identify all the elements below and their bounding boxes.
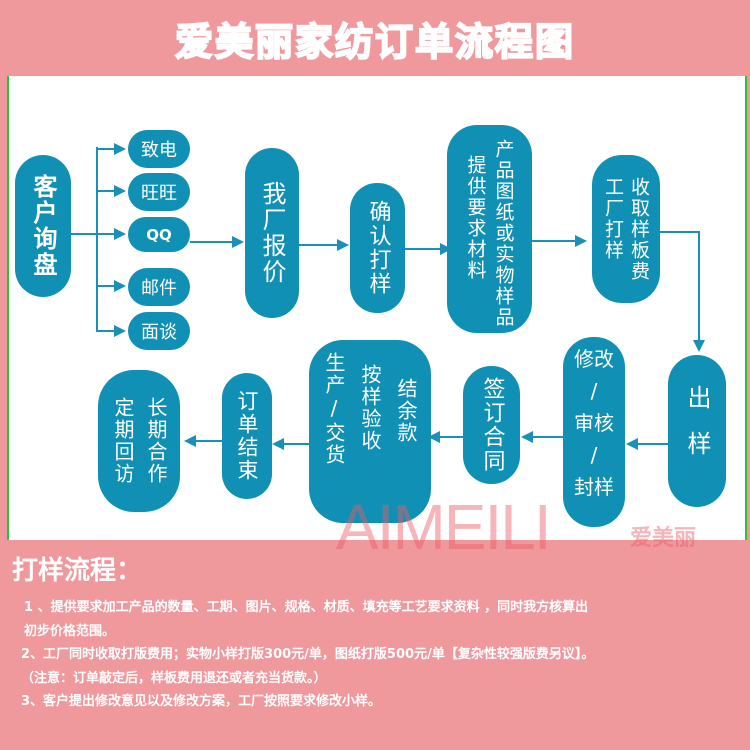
- connector-branch-1: [96, 148, 116, 150]
- arrow-icon: [114, 143, 126, 155]
- connector-fee-down: [698, 231, 700, 343]
- revise-line-5: 封样: [574, 475, 614, 499]
- connector-branch-vertical: [96, 147, 98, 332]
- connector-branch-2: [96, 190, 116, 192]
- arrow-icon: [521, 431, 533, 443]
- arrow-icon: [428, 431, 440, 443]
- revise-line-4: /: [590, 443, 598, 467]
- production-col2: 按样验收: [358, 364, 382, 452]
- note-line: 初步价格范围。: [24, 623, 116, 639]
- channel-wangwang: 旺旺: [128, 173, 190, 211]
- node-factory-quote: 我厂报价: [245, 148, 299, 318]
- connector-fee-right: [660, 231, 700, 233]
- arrow-icon: [232, 236, 244, 248]
- node-collect-sample-fee: 收取样板费 工厂打样: [592, 155, 660, 303]
- followup-col2: 定期回访: [111, 397, 135, 485]
- arrow-icon: [114, 280, 126, 292]
- connector-materials-to-fee: [532, 240, 577, 242]
- followup-col1: 长期合作: [144, 397, 168, 485]
- arrow-icon: [575, 235, 587, 247]
- arrow-icon: [693, 340, 705, 352]
- fee-col1: 收取样板费: [628, 176, 650, 282]
- connector-start-to-branch: [71, 233, 97, 235]
- arrow-icon: [114, 228, 126, 240]
- node-revise-approve-seal: 修改 / 审核 / 封样: [563, 337, 625, 527]
- revise-line-2: /: [590, 379, 598, 403]
- arrow-icon: [184, 435, 196, 447]
- revise-line-3: 审核: [574, 411, 614, 435]
- connector-quote-to-confirm: [299, 244, 339, 246]
- arrow-icon: [337, 239, 349, 251]
- watermark-logo: AIMEILI: [336, 491, 552, 563]
- arrow-icon: [114, 325, 126, 337]
- channel-phone: 致电: [128, 130, 190, 168]
- node-long-term-followup: 长期合作 定期回访: [98, 370, 180, 512]
- production-col1: 结余款: [394, 378, 418, 444]
- connector-revise-to-contract: [525, 436, 563, 438]
- connector-production-to-end: [276, 443, 309, 445]
- connector-confirm-to-materials: [405, 248, 443, 250]
- note-line: 2、工厂同时收取打版费用；实物小样打版300元/单，图纸打版500元/单【复杂性…: [21, 647, 595, 662]
- connector-sample-to-revise: [630, 443, 668, 445]
- production-col3: 生产/交货: [322, 352, 346, 466]
- page-title: 爱美丽家纺订单流程图: [0, 0, 750, 76]
- revise-line-1: 修改: [574, 347, 614, 371]
- arrow-icon: [272, 438, 284, 450]
- node-customer-inquiry: 客户询盘: [15, 155, 71, 297]
- channel-qq: QQ: [128, 217, 190, 252]
- fee-col2: 工厂打样: [602, 177, 624, 261]
- arrow-icon: [626, 438, 638, 450]
- arrow-icon: [114, 185, 126, 197]
- node-ship-sample: 出样: [668, 355, 726, 507]
- connector-branch-4: [96, 285, 116, 287]
- channel-email: 邮件: [128, 268, 190, 306]
- note-line: 3、客户提出修改意见以及修改方案，工厂按照要求修改小样。: [21, 694, 382, 709]
- node-sign-contract: 签订合同: [463, 366, 520, 484]
- connector-branch-5: [96, 330, 116, 332]
- connector-contract-to-production: [432, 436, 463, 438]
- node-order-end: 订单结束: [222, 373, 272, 499]
- title-text: 爱美丽家纺订单流程图: [174, 19, 575, 65]
- node-provide-materials: 产品图纸或实物样品 提供要求材料: [447, 125, 532, 333]
- watermark-logo-cn: 爱美丽: [630, 526, 697, 551]
- sampling-notes: 1 、提供要求加工产品的数量、工期、图片、规格、材质、填充等工艺要求资料 ，同时…: [21, 596, 744, 714]
- channel-face-to-face: 面谈: [128, 312, 190, 350]
- connector-end-to-followup: [188, 440, 222, 442]
- connector-qq-to-quote: [190, 241, 234, 243]
- node-production-delivery: 结余款 按样验收 生产/交货: [309, 340, 431, 523]
- note-line: 1 、提供要求加工产品的数量、工期、图片、规格、材质、填充等工艺要求资料 ，同时…: [24, 600, 589, 615]
- connector-branch-3: [96, 233, 116, 235]
- materials-col2: 提供要求材料: [464, 155, 487, 281]
- node-confirm-sampling: 确认打样: [350, 183, 405, 313]
- sampling-heading: 打样流程：: [12, 556, 143, 586]
- note-line: （注意：订单敲定后，样板费用退还或者充当货款。）: [21, 670, 327, 686]
- materials-col1: 产品图纸或实物样品: [492, 139, 515, 328]
